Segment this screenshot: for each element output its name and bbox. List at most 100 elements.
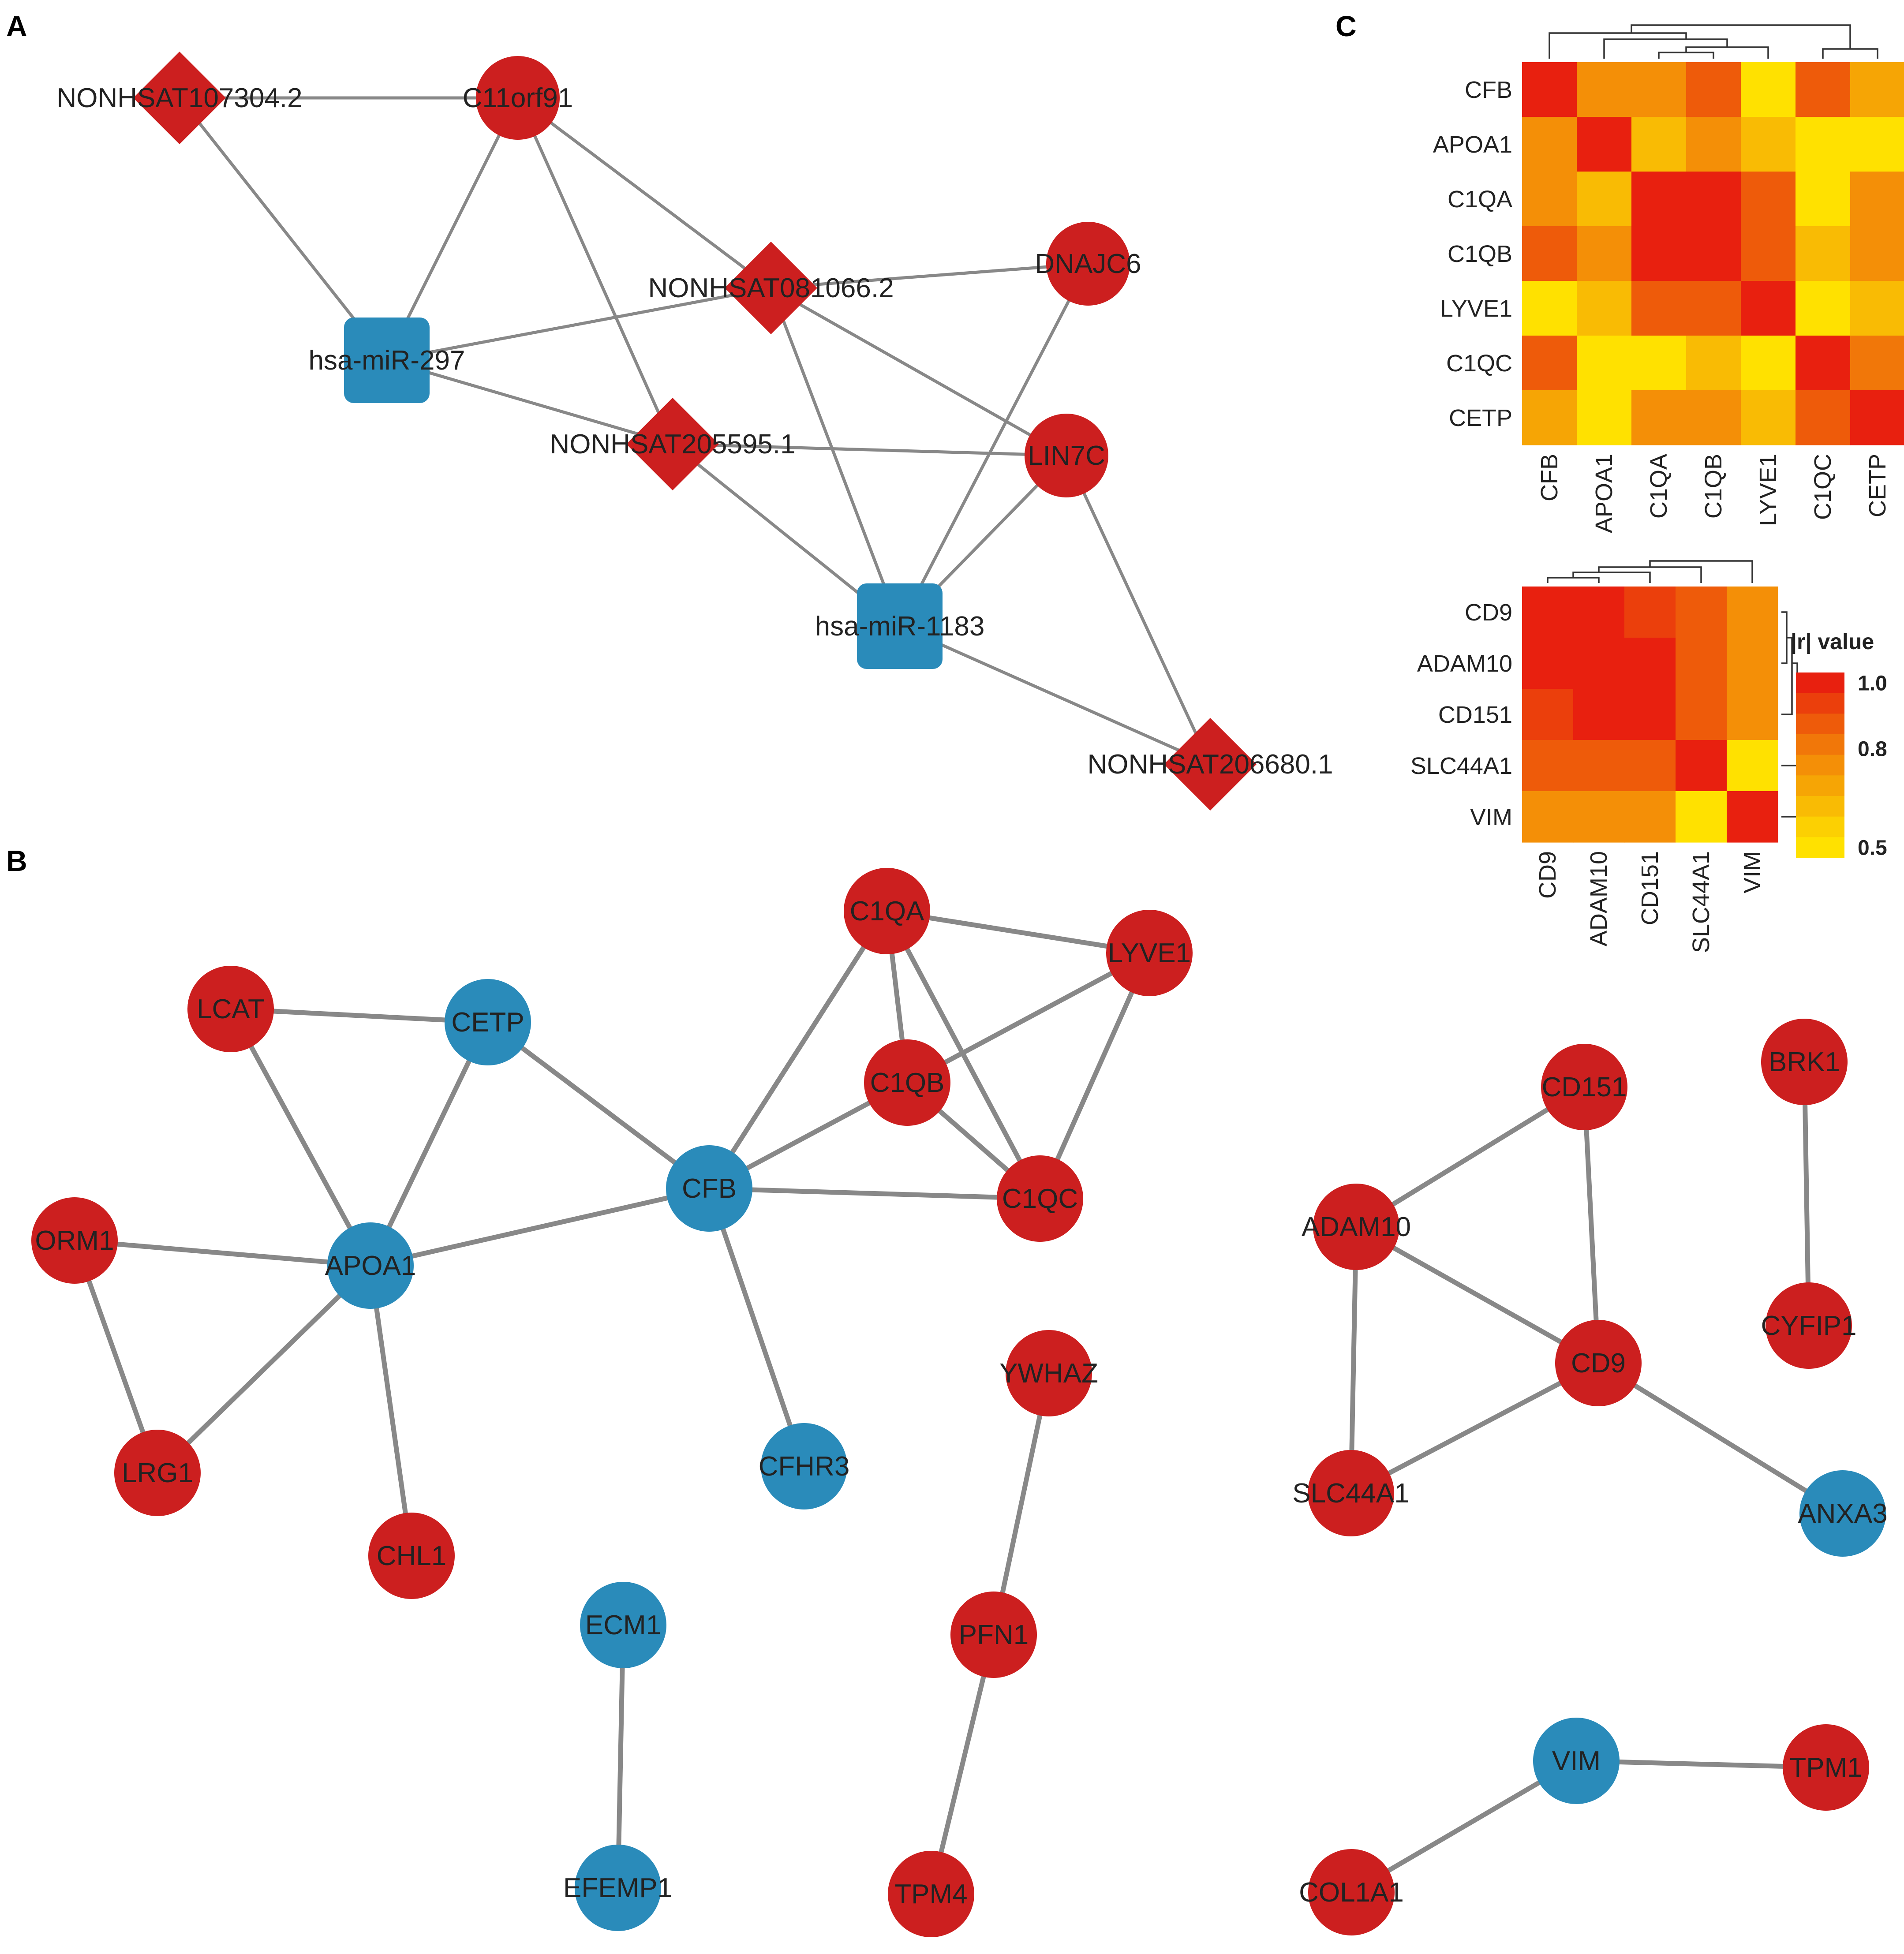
- edge-adam10-slc44a1: [1348, 1226, 1359, 1494]
- heatmap-cell-c1qb-apoa1: [1577, 226, 1632, 281]
- node-shape: [31, 1197, 118, 1284]
- heatmap-cell-vim-vim: [1727, 791, 1778, 843]
- legend-color-step: [1796, 734, 1844, 755]
- heatmap-cell-slc44a1-slc44a1: [1676, 740, 1727, 792]
- node-shape: [580, 1582, 666, 1668]
- legend-color-step: [1796, 714, 1844, 735]
- heatmap-cell-cetp-lyve1: [1741, 390, 1796, 445]
- edge-c11orf91-hsa-mir-297: [385, 97, 520, 361]
- node-label: LCAT: [197, 994, 265, 1024]
- node-label: C1QA: [850, 896, 924, 927]
- heatmap-cell-cd151-vim: [1727, 689, 1778, 740]
- node-shape: [1046, 222, 1130, 306]
- heatmap-col-label-slc44a1: SLC44A1: [1688, 851, 1714, 953]
- edge-lcat-apoa1: [228, 1008, 373, 1267]
- heatmap-cell-apoa1-cetp: [1850, 117, 1904, 172]
- column-dendrogram-branch: [1549, 32, 1687, 59]
- heatmap-cell-cd9-cd151: [1624, 587, 1676, 638]
- node-tpm1: TPM1: [1783, 1724, 1869, 1811]
- edge-cd151-adam10: [1355, 1085, 1586, 1229]
- edge-ywhaz-pfn1: [991, 1372, 1051, 1636]
- heatmap-cell-apoa1-c1qa: [1631, 117, 1687, 172]
- heatmap-col-label-vim: VIM: [1739, 851, 1766, 893]
- node-label: C1QB: [870, 1068, 945, 1098]
- heatmap-cell-cfb-lyve1: [1741, 62, 1796, 117]
- node-label: CYFIP1: [1761, 1311, 1856, 1341]
- node-shape: [1761, 1019, 1848, 1105]
- edge-nonhsat107304-2-hsa-mir-297: [178, 97, 388, 362]
- node-label: NONHSAT081066.2: [648, 273, 894, 303]
- edge-cd9-anxa3: [1597, 1361, 1844, 1516]
- heatmap-cell-c1qc-c1qb: [1686, 336, 1741, 391]
- heatmap-dendrograms: [1549, 24, 1878, 59]
- node-label: CD9: [1571, 1348, 1626, 1379]
- heatmap-cell-lyve1-lyve1: [1741, 281, 1796, 336]
- node-hsa-mir-297: hsa-miR-297: [309, 318, 465, 403]
- node-shape: [575, 1845, 661, 1931]
- heatmap-cell-apoa1-c1qb: [1686, 117, 1741, 172]
- heatmap-cell-c1qa-c1qa: [1631, 172, 1687, 227]
- edge-cd151-cd9: [1582, 1087, 1601, 1364]
- node-dnajc6: DNAJC6: [1035, 222, 1141, 306]
- heatmap-row-label-lyve1: LYVE1: [1440, 295, 1512, 322]
- edge-cd9-slc44a1: [1350, 1361, 1600, 1495]
- heatmap-cell-c1qc-lyve1: [1741, 336, 1796, 391]
- node-shape: [1541, 1044, 1627, 1130]
- heatmap-cell-c1qb-cetp: [1850, 226, 1904, 281]
- edge-brk1-cyfip1: [1802, 1061, 1811, 1326]
- heatmap-cell-c1qc-cfb: [1522, 336, 1577, 391]
- node-label: TPM4: [894, 1879, 967, 1909]
- edge-apoa1-chl1: [368, 1265, 414, 1556]
- heatmap-cell-cfb-cfb: [1522, 62, 1577, 117]
- legend-color-step: [1796, 755, 1844, 776]
- edge-nonhsat081066-2-hsa-mir-1183: [769, 287, 902, 627]
- node-apoa1: APOA1: [325, 1222, 416, 1309]
- heatmap-cell-apoa1-cfb: [1522, 117, 1577, 172]
- heatmap-row-label-cetp: CETP: [1449, 405, 1512, 431]
- heatmap-cell-adam10-slc44a1: [1676, 638, 1727, 689]
- heatmap-cell-adam10-adam10: [1573, 638, 1625, 689]
- edge-c1qa-cfb: [707, 910, 889, 1190]
- heatmap-cell-vim-slc44a1: [1676, 791, 1727, 843]
- column-dendrogram-branch: [1547, 577, 1600, 583]
- node-cd151: CD151: [1541, 1044, 1627, 1130]
- node-shape: [114, 1430, 201, 1516]
- edge-vim-col1a1: [1350, 1759, 1578, 1894]
- correlation-legend: |r| value 1.00.80.5: [1791, 629, 1887, 860]
- legend-color-bar: [1796, 673, 1844, 858]
- heatmap-row-label-cd151: CD151: [1438, 702, 1512, 728]
- heatmap-cell-lyve1-c1qb: [1686, 281, 1741, 336]
- node-ecm1: ECM1: [580, 1582, 666, 1668]
- node-shape: [327, 1222, 414, 1309]
- node-label: C11orf91: [463, 83, 573, 113]
- node-lin7c: LIN7C: [1025, 414, 1108, 497]
- node-label: CFHR3: [759, 1451, 850, 1482]
- node-shape: [133, 52, 226, 144]
- heatmap-cell-lyve1-cfb: [1522, 281, 1577, 336]
- node-label: LRG1: [122, 1458, 193, 1488]
- heatmap-cell-cetp-c1qb: [1686, 390, 1741, 445]
- row-dendrogram-branch: [1781, 637, 1793, 715]
- heatmap-col-label-apoa1: APOA1: [1591, 454, 1617, 533]
- heatmap-cell-c1qa-cfb: [1522, 172, 1577, 227]
- node-nonhsat107304-2: NONHSAT107304.2: [56, 52, 303, 144]
- node-label: APOA1: [325, 1251, 416, 1281]
- heatmap-cell-c1qc-apoa1: [1577, 336, 1632, 391]
- node-label: LYVE1: [1108, 938, 1191, 968]
- node-lrg1: LRG1: [114, 1430, 201, 1516]
- node-vim: VIM: [1533, 1718, 1620, 1804]
- edge-nonhsat081066-2-dnajc6: [771, 262, 1089, 290]
- node-c1qc: C1QC: [997, 1155, 1083, 1242]
- node-col1a1: COL1A1: [1299, 1849, 1404, 1935]
- heatmap-cell-cd151-adam10: [1573, 689, 1625, 740]
- node-shape: [1313, 1184, 1399, 1270]
- node-label: PFN1: [959, 1620, 1029, 1650]
- heatmap-col-label-cetp: CETP: [1864, 454, 1891, 517]
- heatmap-cell-slc44a1-vim: [1727, 740, 1778, 792]
- node-label: COL1A1: [1299, 1877, 1404, 1908]
- node-shape: [1766, 1282, 1852, 1369]
- edge-lyve1-c1qc: [1037, 952, 1152, 1200]
- edge-dnajc6-hsa-mir-1183: [898, 263, 1090, 627]
- node-shape: [1006, 1330, 1092, 1416]
